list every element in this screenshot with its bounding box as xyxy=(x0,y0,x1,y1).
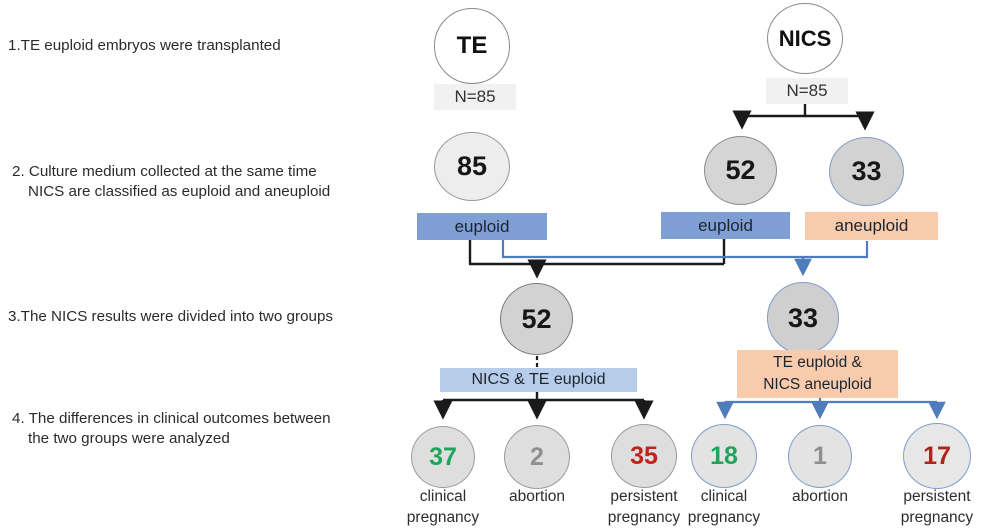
te-embryos-count: 85 xyxy=(456,151,488,181)
step-3-line1: 3.The NICS results were divided into two… xyxy=(8,308,333,325)
label-line: persistent xyxy=(903,488,971,505)
te-n-count-box: N=85 xyxy=(434,84,516,110)
right-persistent-pregnancy-count: 17 xyxy=(923,441,951,470)
left-persistent-pregnancy-label: persistent pregnancy xyxy=(596,486,692,528)
right-group-label-line1: TE euploid & xyxy=(773,354,862,371)
te-euploid-tag: euploid xyxy=(417,213,547,240)
euploid-group-count: 52 xyxy=(521,303,552,334)
label-line: abortion xyxy=(508,488,565,505)
step-1-annotation: 1.TE euploid embryos were transplanted xyxy=(8,36,281,56)
nics-split-lines xyxy=(732,104,875,131)
nics-aneuploid-count-circle: 33 xyxy=(829,137,904,206)
step-3-annotation: 3.The NICS results were divided into two… xyxy=(8,307,333,327)
label-line: abortion xyxy=(791,488,848,505)
right-persistent-pregnancy-count-circle: 17 xyxy=(903,423,971,489)
label-line: pregnancy xyxy=(687,509,761,526)
nics-n-count-box: N=85 xyxy=(766,78,848,104)
nics-aneuploid-count: 33 xyxy=(851,156,882,186)
aneuploid-group-count: 33 xyxy=(787,302,819,333)
right-group-label-line2: NICS aneuploid xyxy=(763,376,872,393)
right-abortion-count-circle: 1 xyxy=(788,425,852,488)
te-embryos-count-circle: 85 xyxy=(434,132,510,201)
label-line: persistent xyxy=(610,488,678,505)
left-outcome-branch-lines xyxy=(433,392,654,420)
te-node-circle: TE xyxy=(434,8,510,84)
aneuploid-group-count-circle: 33 xyxy=(767,282,839,354)
nics-aneuploid-tag: aneuploid xyxy=(805,212,938,240)
step-2-line1: 2. Culture medium collected at the same … xyxy=(12,163,317,180)
step-4-line1: 4. The differences in clinical outcomes … xyxy=(12,410,331,427)
step-2-line2: NICS are classified as euploid and aneup… xyxy=(28,183,331,200)
nics-euploid-count-circle: 52 xyxy=(704,136,777,205)
step-1-line1: 1.TE euploid embryos were transplanted xyxy=(8,37,281,54)
aneuploid-merge-lines xyxy=(501,240,869,277)
right-clinical-pregnancy-count: 18 xyxy=(710,441,738,470)
left-clinical-pregnancy-count: 37 xyxy=(429,442,457,471)
right-abortion-count: 1 xyxy=(813,442,827,470)
step-4-line2: the two groups were analyzed xyxy=(28,430,230,447)
left-clinical-pregnancy-label: clinical pregnancy xyxy=(395,486,491,528)
right-outcome-branch-lines xyxy=(716,397,946,420)
te-euploid-nics-aneuploid-group-label: TE euploid & NICS aneuploid xyxy=(737,350,898,398)
left-abortion-label: abortion xyxy=(489,486,585,507)
right-clinical-pregnancy-count-circle: 18 xyxy=(691,424,757,488)
te-node-label: TE xyxy=(456,32,488,59)
euploid-group-count-circle: 52 xyxy=(500,283,573,355)
euploid-merge-lines xyxy=(468,239,726,279)
nics-node-label: NICS xyxy=(778,25,832,51)
step-4-annotation: 4. The differences in clinical outcomes … xyxy=(12,409,331,449)
nics-node-circle: NICS xyxy=(767,3,843,74)
nics-euploid-count: 52 xyxy=(725,155,756,185)
step-2-annotation: 2. Culture medium collected at the same … xyxy=(12,162,330,202)
nics-te-euploid-group-label: NICS & TE euploid xyxy=(440,368,637,392)
label-line: clinical xyxy=(419,488,467,505)
nics-euploid-tag: euploid xyxy=(661,212,790,239)
left-abortion-count-circle: 2 xyxy=(504,425,570,489)
left-abortion-count: 2 xyxy=(530,442,544,471)
right-abortion-label: abortion xyxy=(772,486,868,507)
label-line: clinical xyxy=(700,488,748,505)
left-clinical-pregnancy-count-circle: 37 xyxy=(411,426,475,488)
label-line: pregnancy xyxy=(607,509,681,526)
right-clinical-pregnancy-label: clinical pregnancy xyxy=(676,486,772,528)
label-line: pregnancy xyxy=(406,509,480,526)
left-persistent-pregnancy-count: 35 xyxy=(630,441,658,470)
left-persistent-pregnancy-count-circle: 35 xyxy=(611,424,677,488)
label-line: pregnancy xyxy=(900,509,974,526)
right-persistent-pregnancy-label: persistent pregnancy xyxy=(889,486,982,528)
